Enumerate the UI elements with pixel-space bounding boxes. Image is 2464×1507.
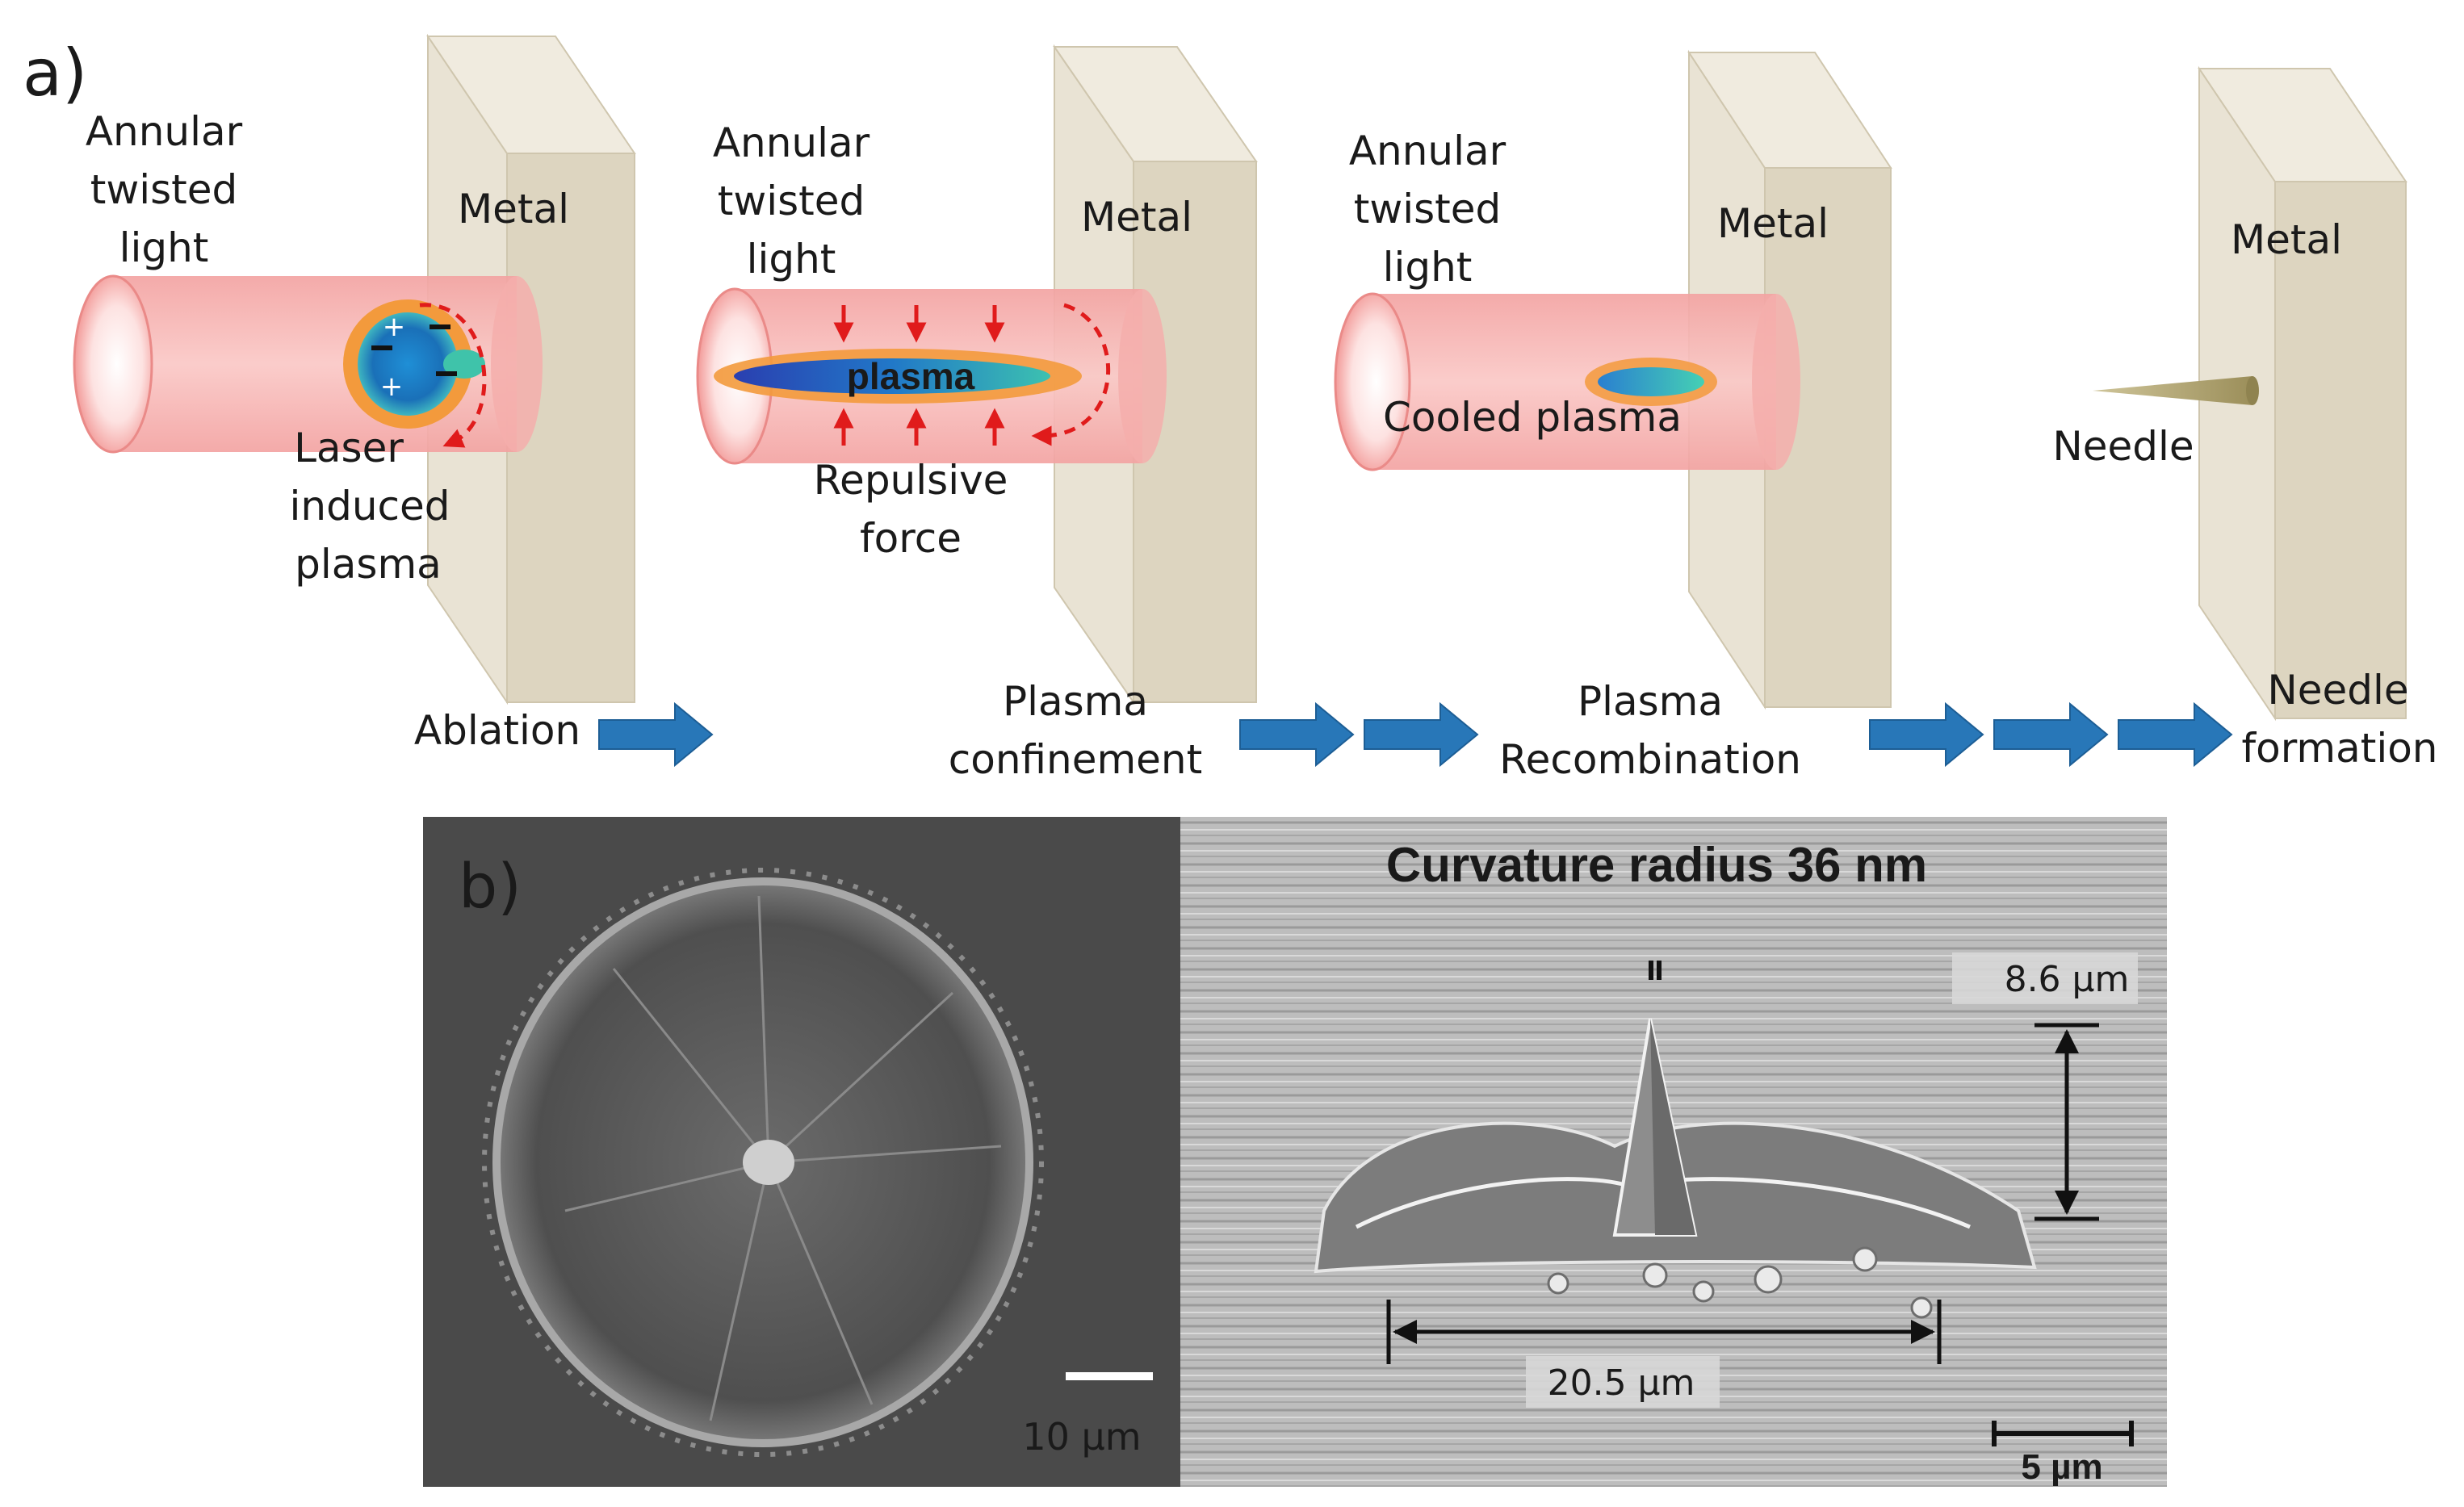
plasma-label-line-1: Laser: [294, 425, 404, 471]
sem-crater-image: b) 10 µm: [423, 817, 1180, 1487]
light-label-line-1: Annular: [713, 119, 870, 166]
light-label-line-2: twisted: [1354, 186, 1502, 232]
plasma-label-line-2: induced: [290, 483, 450, 530]
svg-text:+: +: [383, 311, 406, 343]
left-scale-bar: [1066, 1372, 1153, 1380]
stage-recombination: Annular twisted light Metal Cooled plasm…: [1334, 49, 1892, 783]
light-label-line-3: light: [1383, 244, 1473, 291]
sem-needle-image: Curvature radius 36 nm 8.6 µm 20.5 µm: [1180, 817, 2167, 1487]
metal-plate: [1053, 44, 1258, 705]
light-label-line-2: twisted: [718, 178, 865, 224]
right-scale-bar: [1992, 1421, 2134, 1446]
process-arrow: [1239, 701, 1355, 768]
left-scale-label: 10 µm: [1022, 1415, 1141, 1459]
force-label-line-1: Repulsive: [814, 457, 1008, 504]
metal-label: Metal: [1717, 200, 1829, 247]
light-label-line-2: twisted: [90, 166, 238, 213]
stage-needle-formation: Metal Needle Needle formation: [2052, 65, 2438, 772]
panel-b-label: b): [459, 850, 522, 922]
metal-label: Metal: [2231, 216, 2342, 263]
width-label: 20.5 µm: [1548, 1363, 1695, 1404]
curvature-title: Curvature radius 36 nm: [1386, 838, 1927, 892]
step-label: Ablation: [414, 707, 580, 754]
height-label: 8.6 µm: [2005, 959, 2130, 1000]
laser-plasma: + +: [343, 299, 487, 448]
step-label-line-2: confinement: [949, 736, 1202, 783]
light-label-line-1: Annular: [1349, 128, 1506, 174]
process-arrow: [1364, 701, 1479, 768]
force-label-line-2: force: [860, 515, 962, 562]
confined-plasma: [714, 303, 1111, 446]
right-scale-label: 5 µm: [2021, 1447, 2102, 1487]
step-label-line-2: Recombination: [1499, 736, 1801, 783]
plasma-label-line-3: plasma: [295, 541, 442, 588]
metal-label: Metal: [458, 186, 569, 232]
step-label-line-1: Needle: [2267, 667, 2408, 714]
step-label-line-1: Plasma: [1003, 678, 1148, 725]
panel-b: b) 10 µm Curvature radius 36 nm: [423, 817, 2167, 1487]
plasma-label: plasma: [847, 355, 975, 397]
light-label-line-3: light: [119, 224, 209, 271]
stage-confinement: Annular twisted light Metal plasma Repul…: [696, 44, 1258, 783]
twisted-light-beam: [1334, 292, 1800, 471]
metal-label: Metal: [1081, 194, 1192, 241]
width-dimension: [1386, 1300, 1942, 1364]
process-arrow: [2118, 701, 2233, 768]
stage-ablation: + + Annular twisted light Metal Laser in…: [73, 33, 636, 754]
svg-text:+: +: [380, 370, 404, 403]
height-dimension: [2034, 1023, 2099, 1221]
step-label-line-1: Plasma: [1578, 678, 1723, 725]
process-arrow: [1869, 701, 1984, 768]
needle-label: Needle: [2052, 423, 2194, 470]
process-arrow: [598, 701, 714, 768]
light-label-line-1: Annular: [86, 108, 243, 155]
plasma-label: Cooled plasma: [1383, 394, 1682, 441]
process-arrow: [1993, 701, 2109, 768]
cooled-plasma: [1585, 358, 1717, 406]
step-label-line-2: formation: [2242, 725, 2438, 772]
metal-plate: [426, 33, 636, 705]
process-arrows: [598, 701, 2233, 768]
panel-a: a) + +: [23, 33, 2438, 783]
light-label-line-3: light: [747, 236, 836, 283]
panel-a-label: a): [23, 36, 87, 111]
repulsive-force-arrows: [833, 305, 1005, 446]
needle-shape: [2093, 376, 2257, 405]
